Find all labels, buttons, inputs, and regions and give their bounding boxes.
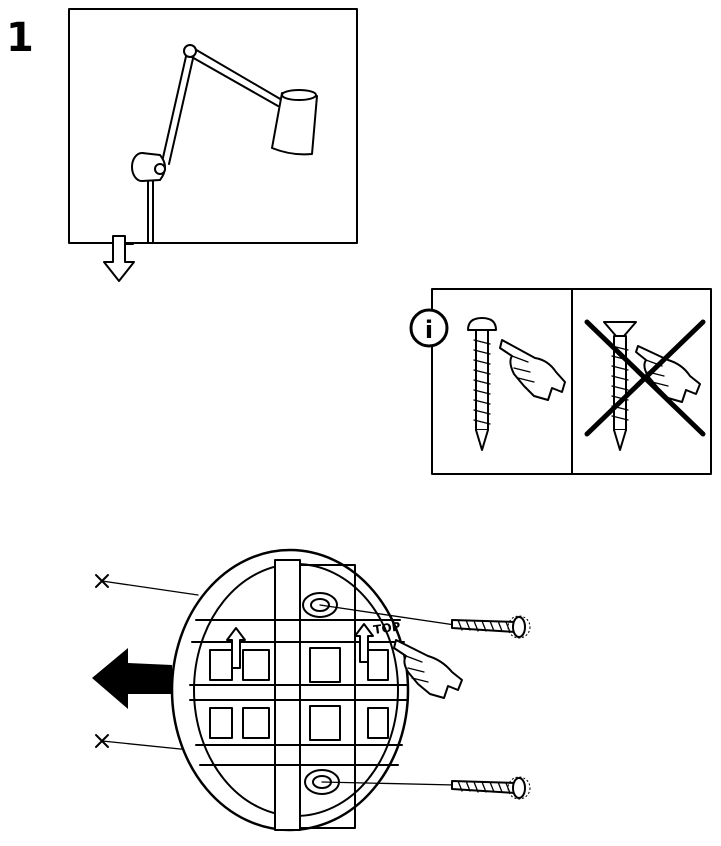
info-panel: i: [409, 288, 712, 475]
info-symbol: i: [425, 316, 433, 344]
step-number: 1: [6, 15, 34, 61]
pointing-hand-icon: [393, 639, 463, 699]
down-arrow-icon: [103, 235, 135, 282]
bracket-plate: TOP: [170, 548, 410, 832]
wall-mark-icon: [95, 574, 109, 748]
pointing-hand-icon: [499, 339, 566, 401]
top-label: TOP: [372, 619, 401, 637]
direction-arrow-icon: [92, 648, 172, 709]
correct-screw-icon: [467, 317, 497, 451]
cross-out-icon: [584, 319, 706, 437]
wall-lamp: [131, 44, 318, 244]
screw-icon: [451, 615, 531, 639]
info-icon: [409, 308, 449, 348]
lamp-overview-panel: [68, 8, 358, 282]
screw-icon: [451, 776, 531, 800]
wall-bracket-mounting: TOP: [92, 548, 531, 832]
